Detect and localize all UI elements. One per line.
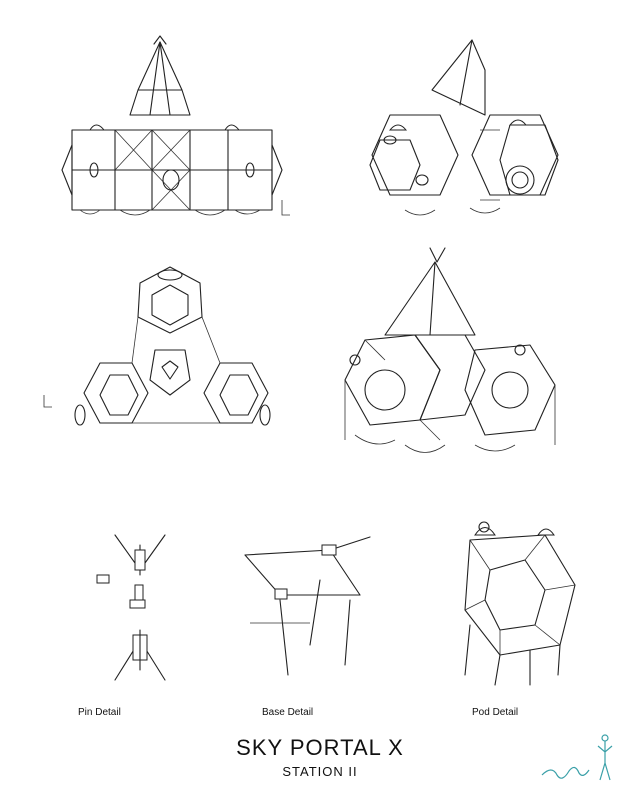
base-detail-caption: Base Detail [262, 707, 314, 718]
base-detail-drawing [244, 536, 371, 676]
artist-signature-logo [540, 730, 620, 790]
pod-detail-drawing [464, 521, 576, 686]
pod-detail-caption: Pod Detail [472, 707, 519, 718]
drawing-subtitle: STATION II [282, 764, 358, 779]
signature-mark [541, 734, 613, 781]
base-detail-view [240, 525, 380, 690]
pin-detail-caption: Pin Detail [78, 707, 121, 718]
side-elevation-drawing [369, 39, 559, 216]
front-elevation-drawing [61, 35, 290, 216]
pin-detail-view [85, 530, 185, 690]
plan-view-drawing [43, 266, 271, 426]
side-elevation-view [360, 30, 570, 230]
plan-view [40, 255, 280, 475]
drawing-title: SKY PORTAL X [236, 735, 404, 760]
front-elevation-view [60, 30, 300, 230]
pin-detail-drawing [96, 534, 166, 681]
perspective-view [325, 240, 570, 475]
pod-detail-view [440, 515, 585, 690]
perspective-drawing [344, 247, 556, 453]
